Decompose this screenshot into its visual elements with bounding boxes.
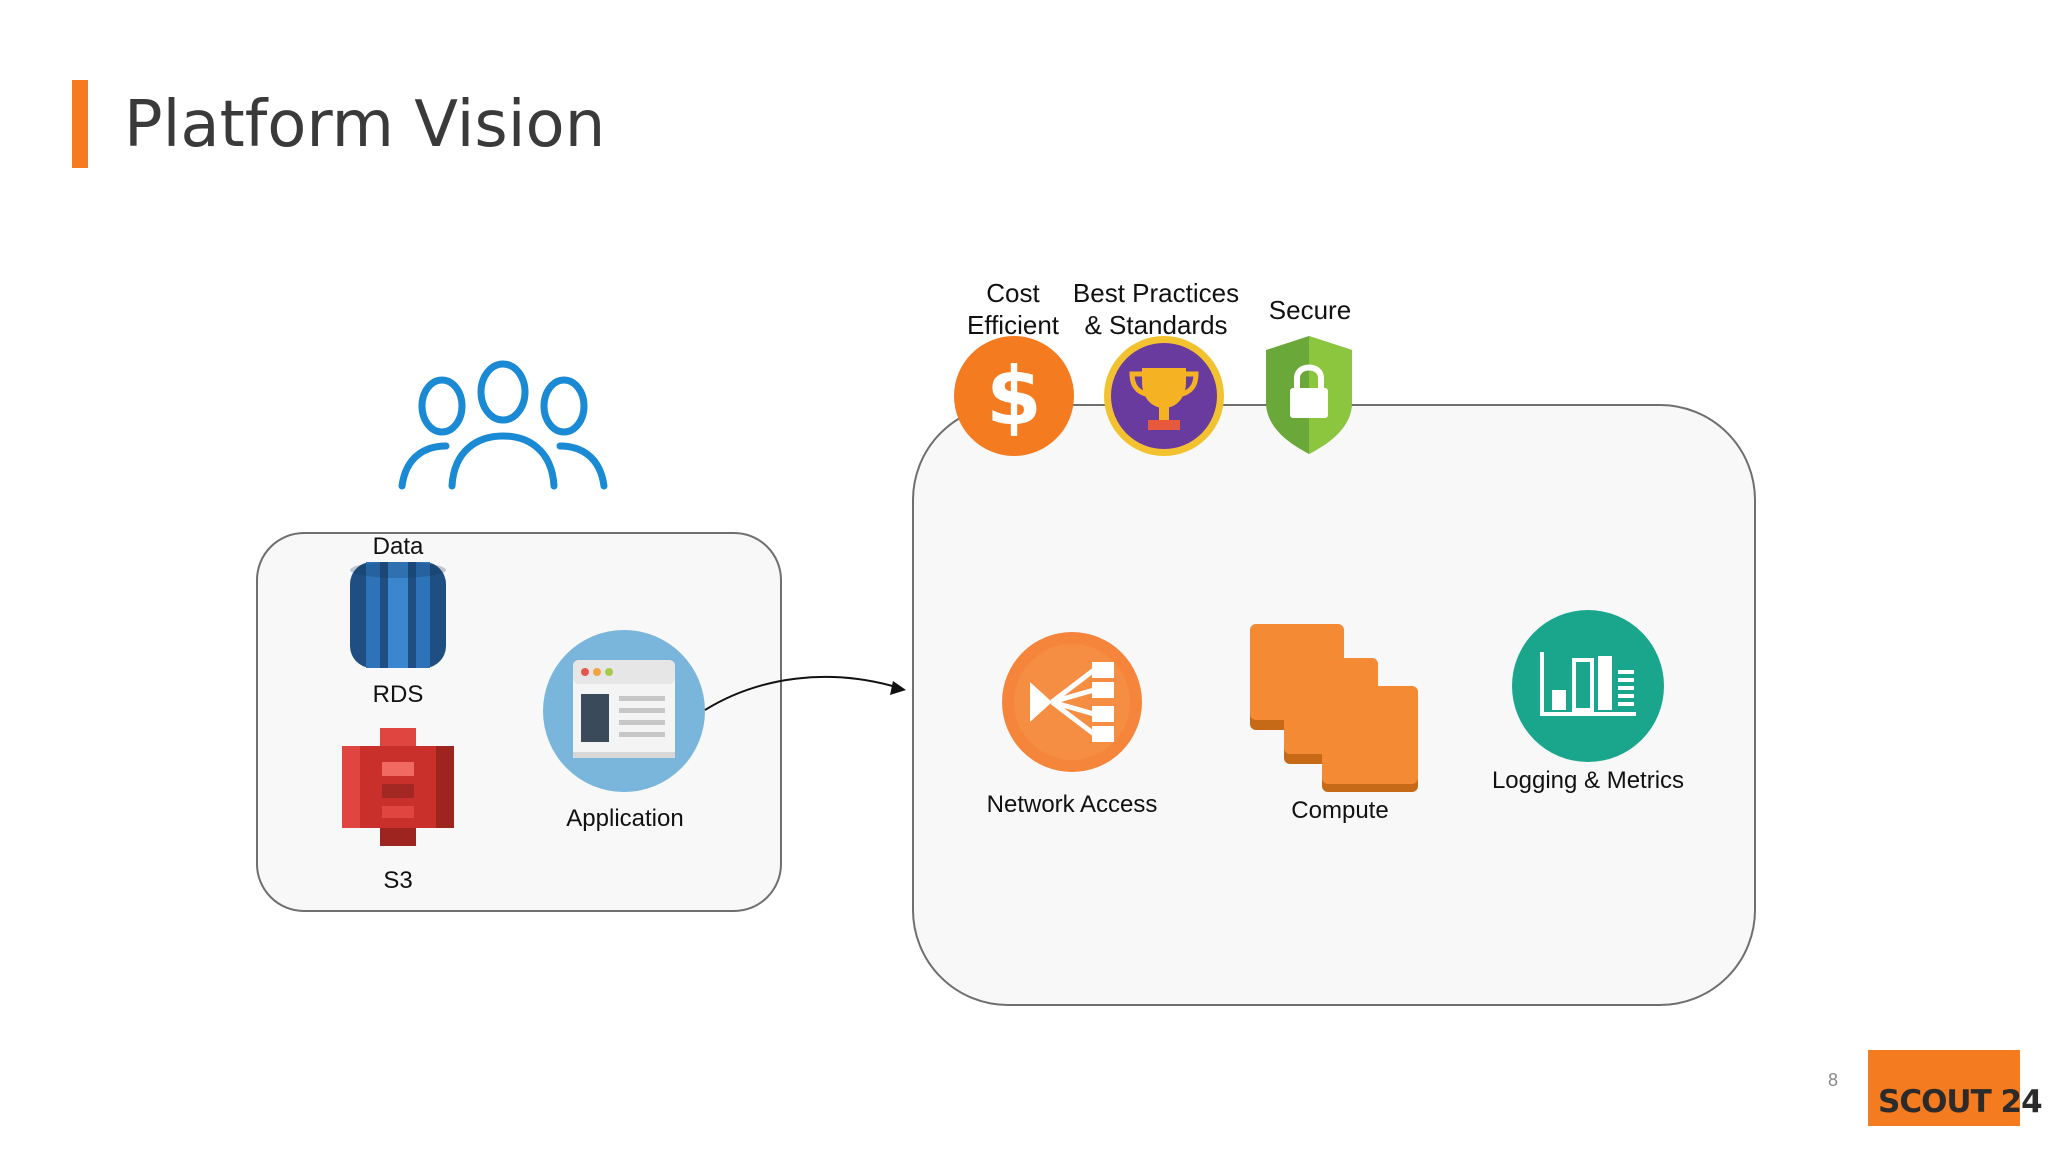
best-practices-label-line1: Best Practices xyxy=(1072,278,1240,308)
cost-label-line2: Efficient xyxy=(966,310,1059,340)
rds-label: RDS xyxy=(372,681,424,708)
lock-shield-icon xyxy=(1266,336,1352,454)
dollar-icon: $ xyxy=(954,336,1074,456)
logging-metrics-label: Logging & Metrics xyxy=(1491,767,1685,794)
secure-label: Secure xyxy=(1268,295,1352,325)
application-label: Application xyxy=(566,805,684,832)
cost-label-line1: Cost xyxy=(986,278,1040,308)
scout24-logo: SCOUT 24 xyxy=(1868,1050,2043,1126)
data-label: Data xyxy=(372,533,424,560)
best-practices-label-line2: & Standards xyxy=(1084,310,1228,340)
network-access-label: Network Access xyxy=(986,791,1158,818)
bar-chart-icon xyxy=(1512,610,1664,762)
rds-database-icon xyxy=(350,562,446,668)
title-accent-bar xyxy=(72,80,88,168)
trophy-icon xyxy=(1104,336,1224,456)
s3-label: S3 xyxy=(383,867,413,894)
compute-label: Compute xyxy=(1291,797,1389,824)
logo-text: SCOUT 24 xyxy=(1878,1084,2043,1120)
svg-text:$: $ xyxy=(986,350,1042,443)
page-number: 8 xyxy=(1828,1070,1839,1090)
compute-instances-icon xyxy=(1250,624,1418,792)
s3-bucket-icon xyxy=(342,728,454,846)
users-icon xyxy=(398,360,608,490)
connector-arrow xyxy=(704,675,906,711)
slide-title: Platform Vision xyxy=(124,88,606,162)
application-window-icon xyxy=(543,630,705,792)
load-balancer-icon xyxy=(1002,632,1142,772)
